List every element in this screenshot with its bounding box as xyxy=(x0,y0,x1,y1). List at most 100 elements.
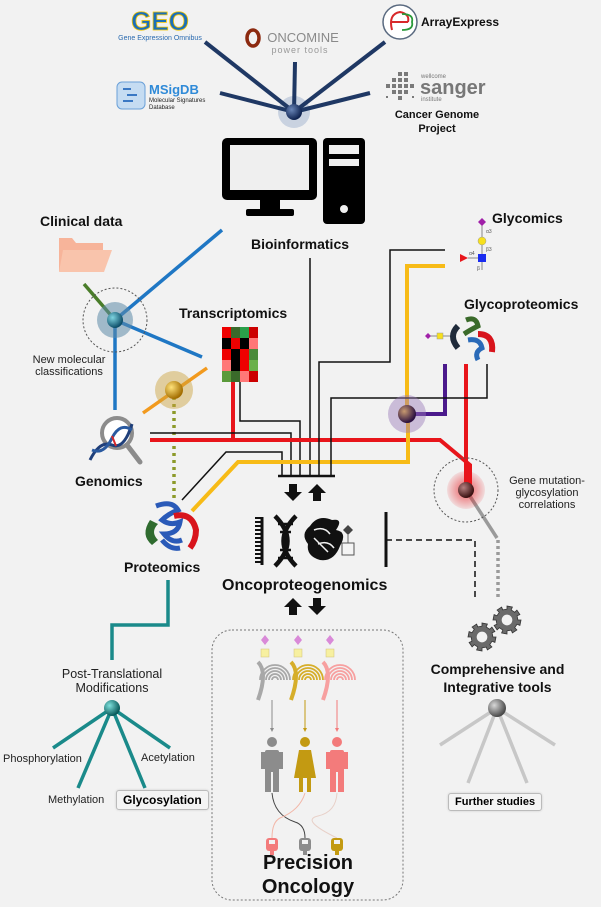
link-glycosylation xyxy=(110,707,147,789)
arrow-up-icon xyxy=(308,484,326,501)
patient-profile xyxy=(321,635,356,792)
tools-label: Comprehensive and Integrative tools xyxy=(415,660,580,696)
glycan-gray-icon xyxy=(341,525,355,556)
sialic-acid-icon xyxy=(294,635,302,645)
mutation-ball xyxy=(458,482,474,498)
arrayexpress-logo[interactable]: ArrayExpress xyxy=(382,4,499,40)
gold-node[interactable] xyxy=(155,371,193,409)
protein-black-icon xyxy=(304,518,344,561)
glycoproteomics-label: Glycoproteomics xyxy=(464,296,579,312)
treatment-path xyxy=(311,792,338,839)
galactose-icon xyxy=(477,236,487,246)
mutation-node[interactable] xyxy=(433,457,499,523)
precision-line2: Oncology xyxy=(261,876,355,898)
sialic-acid-icon xyxy=(261,635,269,645)
sialic-acid-icon xyxy=(478,218,486,226)
geo-logo-text: GEO xyxy=(131,6,189,36)
fade-link xyxy=(496,706,556,747)
gear-hole xyxy=(476,631,488,643)
link-glycomics-yellow xyxy=(405,264,445,415)
heatmap-cell xyxy=(240,349,249,360)
link-methylation xyxy=(76,707,114,789)
link-transcriptomics-black xyxy=(239,382,301,476)
classification-ball xyxy=(107,312,123,328)
link-sanger xyxy=(293,91,371,114)
folder-icon xyxy=(59,238,112,272)
mutation-dashed-ring xyxy=(433,457,499,523)
link-phosphorylation xyxy=(52,706,113,750)
link-clinical-bioinformatics xyxy=(113,228,224,322)
oncomine-logo[interactable]: ONCOMINE power tools xyxy=(245,28,339,55)
heatmap-cell xyxy=(249,371,258,382)
ptm-line2: Modifications xyxy=(75,681,149,695)
drug-bag-icon xyxy=(266,838,278,855)
heatmap-cell xyxy=(222,338,231,349)
heatmap-cell xyxy=(222,371,231,382)
sanger-logo[interactable]: wellcome sanger institute Cancer Genome … xyxy=(386,72,486,135)
male-patient-icon xyxy=(326,737,348,792)
acetylation-label: Acetylation xyxy=(141,752,195,764)
precision-line1: Precision xyxy=(262,852,354,874)
link-glycoproteomics-purple xyxy=(412,364,447,416)
heatmap-cell xyxy=(240,371,249,382)
array-comb-icon xyxy=(255,517,264,565)
arrayexpress-a-glyph xyxy=(390,10,410,31)
sanger-wellcome: wellcome xyxy=(420,74,447,80)
sanger-pixel-icon xyxy=(386,72,414,100)
heatmap-cell xyxy=(240,327,249,338)
arrayexpress-name: ArrayExpress xyxy=(421,15,499,29)
geo-logo[interactable]: GEO Gene Expression Omnibus xyxy=(118,6,202,42)
glyco-integration-node[interactable] xyxy=(388,395,426,433)
fade-link xyxy=(466,707,499,784)
sanger-caption-1: Cancer Genome xyxy=(395,109,479,121)
heatmap-cell xyxy=(222,360,231,371)
oncomine-logo-text: ONCOMINE xyxy=(267,30,339,45)
link-proteomics-black xyxy=(181,451,283,501)
glycan-linkage-b: β xyxy=(477,266,480,272)
further-studies-badge: Further studies xyxy=(448,793,543,811)
glcnac-icon xyxy=(478,254,486,262)
glycoprotein-icon xyxy=(425,316,496,362)
link-msigdb xyxy=(219,91,295,114)
heatmap-cell xyxy=(231,371,240,382)
heatmap-cell xyxy=(222,327,231,338)
geo-subtitle: Gene Expression Omnibus xyxy=(118,35,202,42)
arrayexpress-e-glyph xyxy=(401,13,414,31)
transcriptomics-label: Transcriptomics xyxy=(179,305,288,321)
clinical-data-label: Clinical data xyxy=(40,213,123,229)
glycan-linkage-a3: α3 xyxy=(486,229,492,235)
gears-icon xyxy=(467,605,522,652)
msigdb-logo[interactable]: MSigDB Molecular Signatures Database xyxy=(116,81,205,111)
arrow-down-icon xyxy=(284,484,302,501)
msigdb-name: MSigDB xyxy=(149,82,199,97)
sanger-institute: institute xyxy=(421,97,442,103)
new-molecular-line2: classifications xyxy=(35,366,103,378)
further-studies-node[interactable] xyxy=(439,699,556,784)
gene-mutation-label: Gene mutation- glycosylation correlation… xyxy=(502,475,592,511)
heatmap-cell xyxy=(240,360,249,371)
bioinformatics-label: Bioinformatics xyxy=(251,236,350,252)
sanger-name: sanger xyxy=(420,77,486,99)
link-glycoproteomics-black xyxy=(330,364,488,476)
database-hub xyxy=(203,40,387,128)
heatmap-cell xyxy=(231,360,240,371)
treatment-path xyxy=(271,792,306,839)
tools-line2: Integrative tools xyxy=(443,679,552,695)
arrows xyxy=(284,484,326,615)
omics-icons xyxy=(255,514,355,568)
patient-profile xyxy=(289,635,324,792)
ptm-line1: Post-Translational xyxy=(61,667,163,681)
ptm-node[interactable] xyxy=(52,700,171,789)
fade-link xyxy=(495,707,529,784)
sanger-caption-2: Project xyxy=(418,123,456,135)
new-molecular-line1: New molecular xyxy=(32,354,106,366)
methylation-label: Methylation xyxy=(48,794,105,806)
patient-profiles xyxy=(256,635,356,855)
precision-oncology-panel xyxy=(211,629,404,901)
phosphorylation-label: Phosphorylation xyxy=(3,753,82,765)
classification-node[interactable] xyxy=(82,287,148,353)
heatmap-cell xyxy=(249,338,258,349)
link-arrayexpress xyxy=(292,40,387,114)
glycan-structure-icon: α3 β3 α4 β xyxy=(460,218,492,272)
